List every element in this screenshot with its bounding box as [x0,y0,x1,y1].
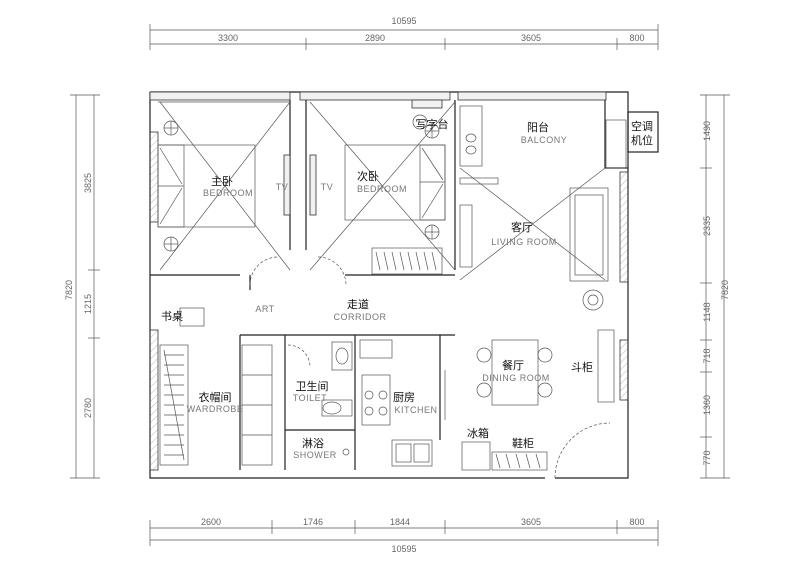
ac-unit-label-1: 空调 [631,119,653,133]
kitchen-label: 厨房 [393,391,415,404]
right-dimension-2: 2335 [702,216,712,236]
bottom-dimension-5: 800 [629,517,644,527]
shower-label: 淋浴 [302,437,324,450]
living-room-furniture [459,105,627,311]
dining-room-en-label: DINING ROOM [482,373,550,383]
fridge-label: 冰箱 [467,426,489,440]
dining-room-label: 餐厅 [502,358,524,372]
shower-en-label: SHOWER [293,450,337,460]
top-dimension-lines [149,24,659,50]
master-tv-label: TV [276,182,289,192]
master-bedroom-en-label: BEDROOM [203,188,253,198]
bathroom-fixtures [287,341,353,456]
second-tv-label: TV [321,182,334,192]
art-label: ART [255,304,274,314]
ac-unit-box [627,111,659,153]
corridor-en-label: CORRIDOR [334,312,387,322]
left-dimension-1: 3825 [83,173,93,193]
right-dimension-4: 718 [702,348,712,363]
master-bedroom-label: 主卧 [211,175,233,188]
right-dimension-lines [700,94,730,479]
top-dimension-1: 3300 [218,33,238,43]
living-room-label: 客厅 [511,220,533,234]
top-dimension-3: 3605 [521,33,541,43]
left-total-dimension: 7820 [64,280,74,300]
left-dimension-3: 2780 [83,398,93,418]
right-dimension-1: 1490 [702,121,712,141]
top-dimension-4: 800 [629,33,644,43]
wall-hatch-west-lower [149,329,159,471]
right-dimension-5: 1360 [702,395,712,415]
bottom-dimension-3: 1844 [390,517,410,527]
exterior-walls [149,91,629,479]
corridor-label: 走道 [347,297,369,311]
shoe-cabinet-label: 鞋柜 [512,436,534,450]
bottom-dimension-2: 1746 [303,517,323,527]
interior-walls [150,100,628,470]
balcony-label: 阳台 [527,120,549,134]
toilet-label: 卫生间 [296,379,329,393]
wall-hatch-east-lower [619,339,629,401]
wardrobe-label: 衣帽间 [199,390,232,404]
second-bedroom-en-label: BEDROOM [357,184,407,194]
second-bedroom-label: 次卧 [357,169,379,183]
corridor-elements [159,256,347,466]
toilet-en-label: TOILET [293,393,327,403]
living-room-en-label: LIVING ROOM [491,237,557,247]
kitchen-fixtures [359,339,446,467]
right-total-dimension: 7820 [720,280,730,300]
second-bedroom-furniture [309,99,456,275]
master-bedroom-furniture [157,101,291,271]
desk-label: 书桌 [161,310,183,323]
kitchen-en-label: KITCHEN [394,405,437,415]
cabinet-label: 斗柜 [571,361,593,374]
right-dimension-3: 1148 [702,302,712,321]
top-dimension-2: 2890 [365,33,385,43]
entry-furniture [461,441,548,471]
bottom-dimension-lines [149,520,659,546]
left-dimension-2: 1215 [83,294,93,314]
wall-hatch-east-upper [619,171,629,283]
bottom-total-dimension: 10595 [391,544,416,554]
wardrobe-en-label: WARDROBE [187,404,244,414]
top-total-dimension: 10595 [391,16,416,26]
balcony-en-label: BALCONY [521,135,568,145]
dining-furniture [476,329,615,479]
left-dimension-lines [70,94,100,479]
ac-unit-label-2: 机位 [631,133,653,147]
wall-hatch-west-upper [149,131,159,223]
right-dimension-6: 770 [702,450,712,465]
bottom-dimension-4: 3605 [521,517,541,527]
writing-desk-label: 写字台 [416,117,449,131]
bottom-dimension-1: 2600 [201,517,221,527]
